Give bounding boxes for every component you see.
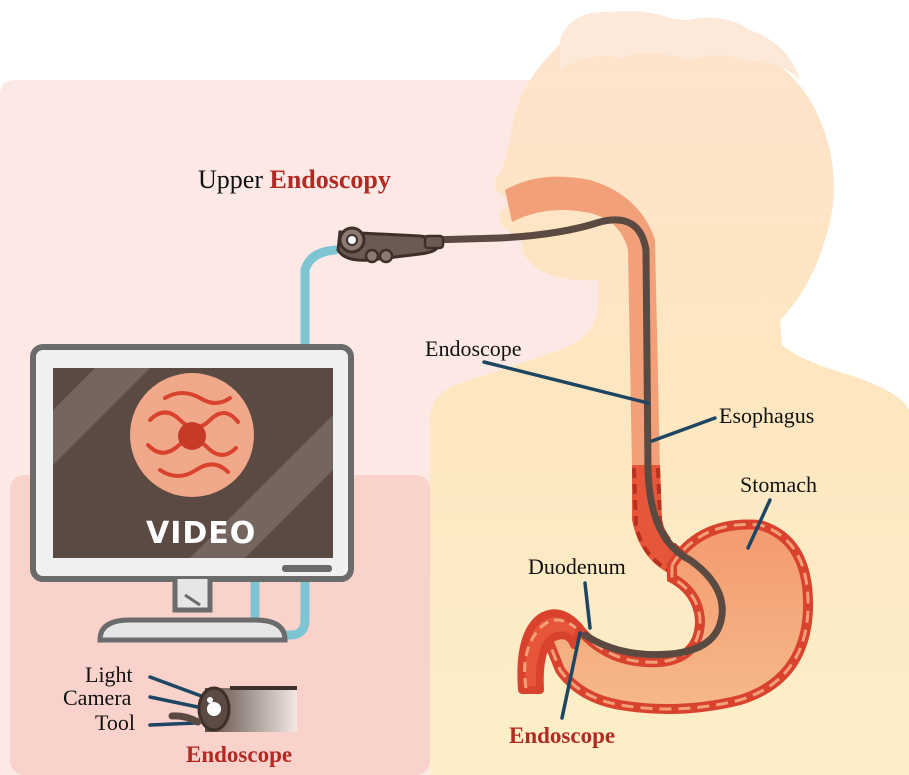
label-esophagus: Esophagus — [719, 405, 814, 427]
diagram-title: Upper Endoscopy — [198, 167, 391, 193]
title-highlight: Endoscopy — [269, 165, 390, 194]
label-duodenum: Duodenum — [528, 556, 626, 578]
tip-label-camera: Camera — [63, 687, 131, 709]
label-endoscope-bottom: Endoscope — [509, 724, 615, 747]
monitor-screen-label: VIDEO — [146, 519, 256, 549]
title-prefix: Upper — [198, 165, 263, 194]
tip-label-light: Light — [85, 664, 133, 686]
label-stomach: Stomach — [740, 474, 817, 496]
label-endoscope-top: Endoscope — [425, 338, 522, 360]
tip-caption: Endoscope — [186, 743, 292, 766]
tip-label-tool: Tool — [95, 712, 135, 734]
